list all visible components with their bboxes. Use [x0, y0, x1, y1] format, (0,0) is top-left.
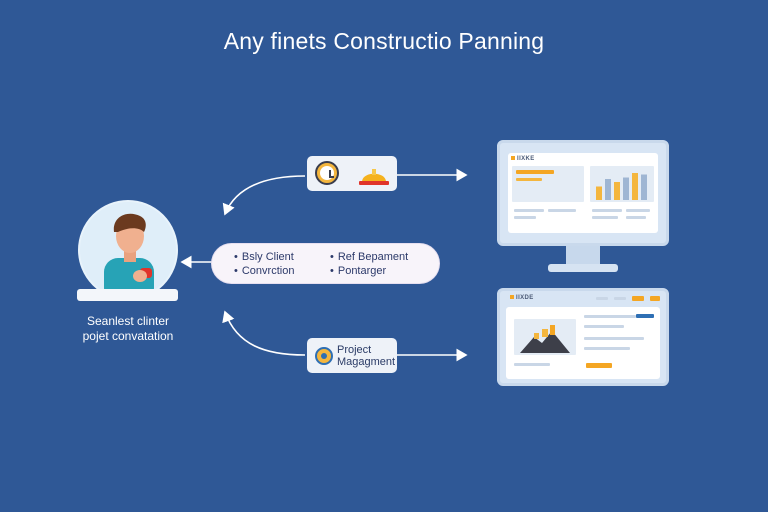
panel-logo: IIXDE [510, 295, 534, 301]
panel-text-line [584, 325, 624, 328]
panel-accent-button[interactable] [636, 314, 654, 318]
monitor-card-line [516, 178, 542, 181]
monitor-text-line [592, 216, 618, 219]
panel-text-line [584, 337, 644, 340]
communication-pill[interactable]: Bsly Client Convrction Ref Bepament Pont… [212, 244, 439, 283]
project-card-label: Project Magagment [337, 344, 395, 368]
panel-text-line [514, 363, 550, 366]
monitor-stand-neck [566, 246, 600, 266]
monitor-logo: IIXKE [511, 156, 535, 162]
clock-icon [315, 161, 339, 185]
chart-bar [641, 174, 647, 200]
monitor-text-line [514, 209, 544, 212]
monitor-stand-foot [548, 264, 618, 272]
monitor-card-header [516, 170, 554, 174]
hard-hat-icon [359, 169, 389, 185]
pill-item: Convrction [234, 264, 295, 278]
panel-nav-item [596, 297, 608, 300]
pill-item: Ref Bepament [330, 250, 408, 264]
avatar-base [77, 289, 178, 301]
person-icon [104, 213, 154, 298]
panel-screen [506, 307, 660, 379]
pill-item: Pontarger [330, 264, 408, 278]
panel-nav-item [614, 297, 626, 300]
pill-item: Bsly Client [234, 250, 294, 264]
user-caption-line2: pojet convatation [82, 329, 174, 343]
monitor-text-line [626, 209, 650, 212]
panel-nav-button[interactable] [650, 296, 660, 301]
panel-cta-button[interactable] [586, 363, 612, 368]
project-icon [315, 347, 333, 365]
arrow-bottom-left [222, 310, 306, 356]
project-management-card[interactable]: Project Magagment [307, 338, 397, 373]
user-caption-line1: Seanlest clinter [86, 314, 170, 328]
chart-bar [605, 179, 611, 200]
panel-text-line [584, 315, 636, 318]
user-caption: Seanlest clinter pojet convatation [58, 314, 198, 344]
panel-nav-button[interactable] [632, 296, 644, 301]
chart-bar [632, 173, 638, 200]
monitor-text-line [548, 209, 576, 212]
project-card-line1: Project [337, 344, 372, 356]
project-card-line2: Magagment [337, 356, 396, 368]
pill-column-right: Ref Bepament Pontarger [330, 250, 408, 278]
monitor-text-line [592, 209, 622, 212]
pill-column-left: Bsly Client Convrction [234, 250, 295, 278]
monitor-text-line [514, 216, 536, 219]
arrow-top-left [222, 175, 306, 216]
page-title: Any finets Constructio Panning [223, 28, 545, 54]
monitor-screen: IIXKE [508, 153, 658, 233]
construction-site-icon [520, 325, 570, 353]
monitor-text-line [626, 216, 646, 219]
avatar [78, 200, 178, 300]
chart-bar [614, 182, 620, 200]
project-panel[interactable]: IIXDE [497, 288, 669, 386]
panel-text-line [584, 347, 630, 350]
tool-card[interactable] [307, 156, 397, 191]
dashboard-monitor[interactable]: IIXKE [497, 140, 669, 246]
chart-bar [596, 186, 602, 200]
monitor-bar-chart [596, 173, 647, 200]
chart-bar [623, 177, 629, 200]
